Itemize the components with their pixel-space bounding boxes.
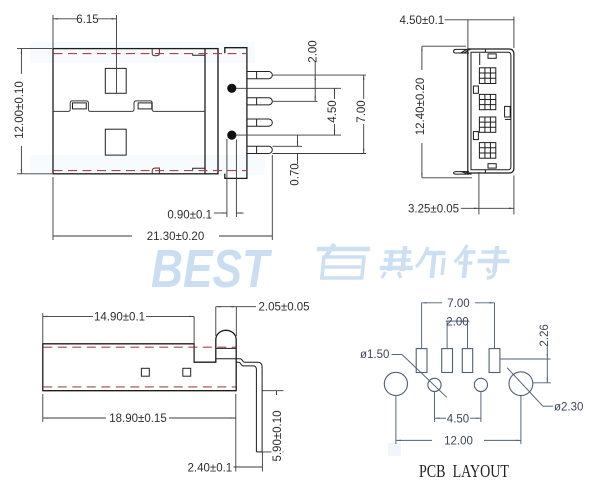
svg-text:ø1.50: ø1.50 <box>360 349 389 361</box>
svg-text:2.00: 2.00 <box>446 316 468 328</box>
svg-text:6.15: 6.15 <box>76 14 98 26</box>
svg-text:ø2.30: ø2.30 <box>554 402 583 414</box>
svg-text:2.00: 2.00 <box>308 40 320 62</box>
svg-text:2.40±0.1: 2.40±0.1 <box>188 463 233 475</box>
svg-text:12.00±0.10: 12.00±0.10 <box>14 81 26 138</box>
svg-text:12.00: 12.00 <box>444 436 473 448</box>
svg-text:7.00: 7.00 <box>447 298 469 310</box>
svg-text:2.26: 2.26 <box>539 324 551 346</box>
svg-text:12.40±0.20: 12.40±0.20 <box>415 78 427 135</box>
svg-text:18.90±0.15: 18.90±0.15 <box>109 413 166 425</box>
svg-text:4.50: 4.50 <box>447 413 469 425</box>
svg-text:14.90±0.1: 14.90±0.1 <box>94 311 145 323</box>
svg-text:PCB LAYOUT: PCB LAYOUT <box>419 461 509 481</box>
svg-text:0.90±0.1: 0.90±0.1 <box>167 210 212 222</box>
svg-text:2.05±0.05: 2.05±0.05 <box>259 302 310 314</box>
svg-text:0.70: 0.70 <box>290 163 302 185</box>
svg-text:4.50±0.1: 4.50±0.1 <box>400 15 445 27</box>
svg-text:21.30±0.20: 21.30±0.20 <box>147 231 204 243</box>
svg-text:7.00: 7.00 <box>356 100 368 122</box>
svg-text:BEST: BEST <box>151 239 272 299</box>
svg-text:5.90±0.10: 5.90±0.10 <box>272 410 284 461</box>
svg-text:4.50: 4.50 <box>327 100 339 122</box>
svg-text:3.25±0.05: 3.25±0.05 <box>408 204 459 216</box>
